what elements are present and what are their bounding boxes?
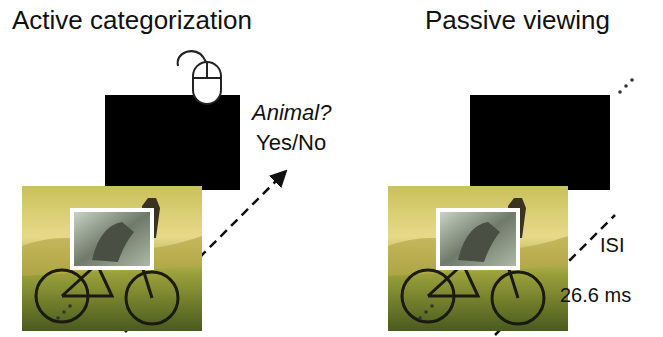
mask-frame xyxy=(470,95,610,190)
duration-label: 26.6 ms xyxy=(560,284,631,307)
mouse-icon xyxy=(178,51,221,104)
ellipsis-dots xyxy=(418,78,634,320)
panel-title: Passive viewing xyxy=(425,6,610,36)
response-options: Yes/No xyxy=(256,130,326,155)
stimulus-image xyxy=(388,186,568,331)
panel-title: Active categorization xyxy=(12,6,252,36)
mask-frame xyxy=(105,95,240,190)
stimulus-image xyxy=(22,186,202,331)
question-text: Animal? xyxy=(252,100,331,125)
interval-label: ISI xyxy=(600,234,624,257)
ellipsis-dots xyxy=(56,304,72,320)
